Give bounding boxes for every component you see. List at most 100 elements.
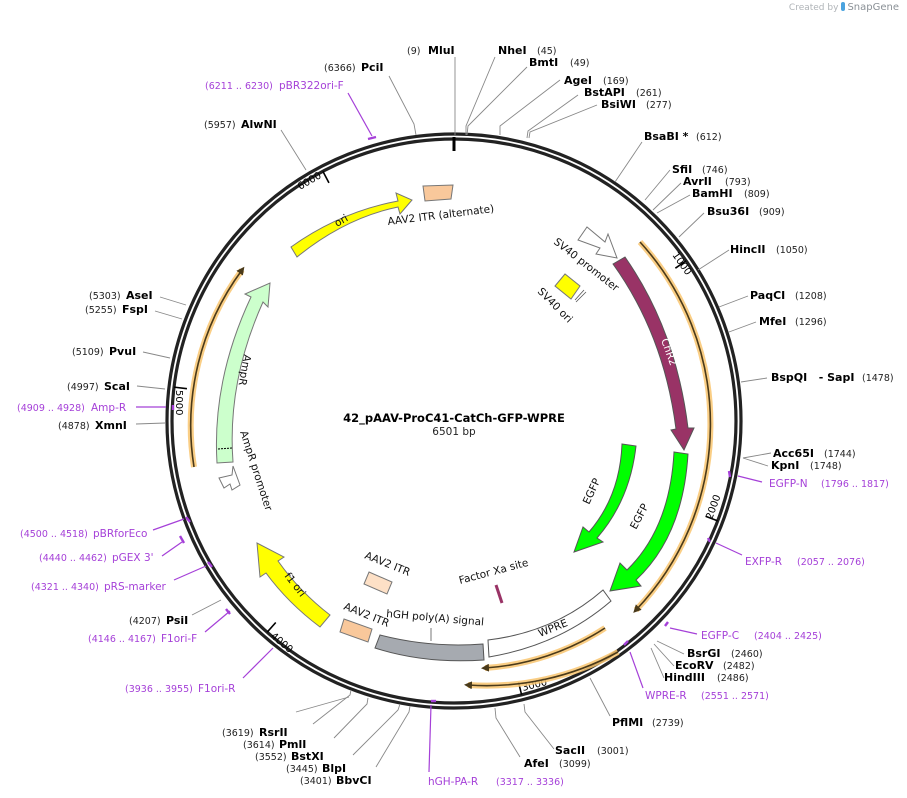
svg-text:Amp-R: Amp-R: [91, 402, 126, 414]
enzyme-scai[interactable]: (4997)ScaI: [67, 380, 130, 393]
enzyme-paqci[interactable]: PaqCI (1208): [750, 289, 827, 302]
enzyme-bstapi[interactable]: BstAPI(261): [584, 86, 662, 99]
svg-text:NheI: NheI: [498, 44, 527, 57]
svg-text:SacII: SacII: [555, 744, 585, 757]
enzyme-fspi[interactable]: (5255)FspI: [85, 303, 148, 316]
svg-text:BspQI - SapI: BspQI - SapI: [771, 371, 854, 384]
feature-sv40-ori[interactable]: [554, 273, 581, 300]
svg-text:pRS-marker: pRS-marker: [104, 581, 167, 593]
svg-text:(6366): (6366): [324, 63, 356, 74]
enzyme-bsu36i[interactable]: Bsu36I(909): [707, 205, 785, 218]
feature-egfp-inner[interactable]: [573, 443, 637, 553]
svg-text:(5957): (5957): [204, 120, 236, 131]
feature-factor-xa-site[interactable]: [494, 584, 504, 604]
primer-pbrforeco[interactable]: (4500 .. 4518)pBRforEco: [20, 528, 147, 540]
feature-label-ampr-promoter: AmpR promoter: [237, 429, 274, 513]
svg-text:BamHI: BamHI: [692, 187, 733, 200]
svg-text:(5303): (5303): [89, 291, 121, 302]
svg-text:WPRE-R: WPRE-R: [645, 690, 687, 702]
svg-text:(169): (169): [603, 76, 629, 87]
feature-aav2-itr-alternate[interactable]: [422, 184, 454, 202]
enzyme-avrii[interactable]: AvrII(793): [683, 175, 751, 188]
svg-text:(1796 .. 1817): (1796 .. 1817): [821, 479, 889, 490]
feature-chr2[interactable]: [612, 256, 695, 452]
svg-text:(4500 .. 4518): (4500 .. 4518): [20, 529, 88, 540]
enzyme-bstxi[interactable]: (3552)BstXI: [255, 750, 324, 763]
primer-wpre-r[interactable]: WPRE-R(2551 .. 2571): [645, 690, 769, 702]
svg-text:HindIII: HindIII: [664, 671, 705, 684]
enzyme-nhei[interactable]: NheI(45): [498, 44, 557, 57]
enzyme-kpni[interactable]: KpnI(1748): [771, 459, 842, 472]
svg-text:PaqCI: PaqCI: [750, 289, 785, 302]
primer-pgex-3[interactable]: (4440 .. 4462)pGEX 3': [39, 552, 154, 564]
svg-text:(1744): (1744): [824, 449, 856, 460]
enzyme-hincii[interactable]: HincII(1050): [730, 243, 808, 256]
enzyme-blpi[interactable]: (3445)BlpI: [286, 762, 346, 775]
svg-text:PciI: PciI: [361, 61, 383, 74]
enzyme-psii[interactable]: (4207)PsiI: [129, 614, 188, 627]
enzyme-bbvci[interactable]: (3401)BbvCI: [300, 774, 372, 787]
enzyme-ecorv[interactable]: EcoRV (2482): [675, 659, 755, 672]
enzyme-mlui[interactable]: (9)MluI: [407, 44, 455, 57]
enzyme-pflmi[interactable]: PflMI(2739): [612, 716, 684, 729]
feature-sv40-promoter[interactable]: [577, 226, 618, 259]
enzyme-bsrgi[interactable]: BsrGI(2460): [687, 647, 763, 660]
enzyme-bspqi-sapi[interactable]: BspQI - SapI (1478): [771, 371, 894, 384]
svg-text:(277): (277): [646, 100, 672, 111]
feature-ampr-promoter[interactable]: [218, 465, 241, 491]
feature-f1-ori[interactable]: [256, 542, 331, 628]
enzyme-acc65i[interactable]: Acc65I(1744): [773, 447, 856, 460]
primer-f1ori-f[interactable]: (4146 .. 4167)F1ori-F: [88, 633, 197, 645]
feature-hgh-polya[interactable]: [374, 634, 485, 662]
svg-text:(4878): (4878): [58, 421, 90, 432]
enzyme-sfii[interactable]: SfiI(746): [672, 163, 728, 176]
svg-text:(1208): (1208): [795, 291, 827, 302]
feature-ori[interactable]: [290, 192, 413, 258]
svg-text:(3552): (3552): [255, 752, 287, 763]
primer-pbr322ori-f[interactable]: (6211 .. 6230)pBR322ori-F: [205, 80, 344, 92]
enzyme-agei[interactable]: AgeI (169): [564, 74, 629, 87]
feature-wpre[interactable]: [487, 589, 612, 658]
primer-egfp-c[interactable]: EGFP-C(2404 .. 2425): [701, 630, 822, 642]
enzyme-afei[interactable]: AfeI(3099): [524, 757, 591, 770]
enzyme-hindiii[interactable]: HindIII(2486): [664, 671, 749, 684]
feature-aav2-itr-lower[interactable]: [339, 618, 373, 643]
feature-aav2-itr-upper[interactable]: [363, 571, 393, 595]
svg-text:(2482): (2482): [723, 661, 755, 672]
enzyme-pmli[interactable]: (3614)PmlI: [243, 738, 306, 751]
primer-f1ori-r[interactable]: (3936 .. 3955)F1ori-R: [125, 683, 235, 695]
plasmid-name: 42_pAAV-ProC41-CatCh-GFP-WPRE: [343, 411, 565, 426]
enzyme-bmti[interactable]: BmtI(49): [529, 56, 590, 69]
svg-text:XmnI: XmnI: [95, 419, 127, 432]
feature-ampr[interactable]: [215, 282, 271, 464]
svg-text:(612): (612): [696, 132, 722, 143]
svg-text:(3936 .. 3955): (3936 .. 3955): [125, 684, 193, 695]
svg-text:AgeI: AgeI: [564, 74, 592, 87]
feature-egfp-outer[interactable]: [609, 451, 689, 592]
primer-hgh-pa-r[interactable]: hGH-PA-R(3317 .. 3336): [428, 776, 564, 788]
snapgene-logo-icon: [841, 2, 846, 11]
enzyme-asei[interactable]: (5303)AseI: [89, 289, 153, 302]
svg-text:(3614): (3614): [243, 740, 275, 751]
feature-label-ampr: AmpR: [236, 353, 253, 386]
enzyme-rsrii[interactable]: (3619)RsrII: [222, 726, 288, 739]
svg-text:(3401): (3401): [300, 776, 332, 787]
primer-egfp-n[interactable]: EGFP-N(1796 .. 1817): [769, 478, 889, 490]
primer-amp-r[interactable]: (4909 .. 4928)Amp-R: [17, 402, 126, 414]
primer-exfp-r[interactable]: EXFP-R(2057 .. 2076): [745, 556, 865, 568]
svg-text:MluI: MluI: [428, 44, 455, 57]
enzyme-bsiwi[interactable]: BsiWI(277): [601, 98, 672, 111]
svg-text:(3099): (3099): [559, 759, 591, 770]
enzyme-pcii[interactable]: (6366) PciI: [324, 61, 383, 74]
svg-text:(49): (49): [570, 58, 590, 69]
enzyme-xmni[interactable]: (4878) XmnI: [58, 419, 127, 432]
svg-text:(1478): (1478): [862, 373, 894, 384]
enzyme-bsabi[interactable]: BsaBI *(612): [644, 130, 722, 143]
svg-text:EcoRV: EcoRV: [675, 659, 714, 672]
enzyme-pvui[interactable]: (5109)PvuI: [72, 345, 136, 358]
enzyme-sacii[interactable]: SacII(3001): [555, 744, 629, 757]
enzyme-bamhi[interactable]: BamHI(809): [692, 187, 770, 200]
enzyme-mfei[interactable]: MfeI(1296): [759, 315, 827, 328]
primer-prs-marker[interactable]: (4321 .. 4340)pRS-marker: [31, 581, 167, 593]
enzyme-alwni[interactable]: (5957)AlwNI: [204, 118, 277, 131]
